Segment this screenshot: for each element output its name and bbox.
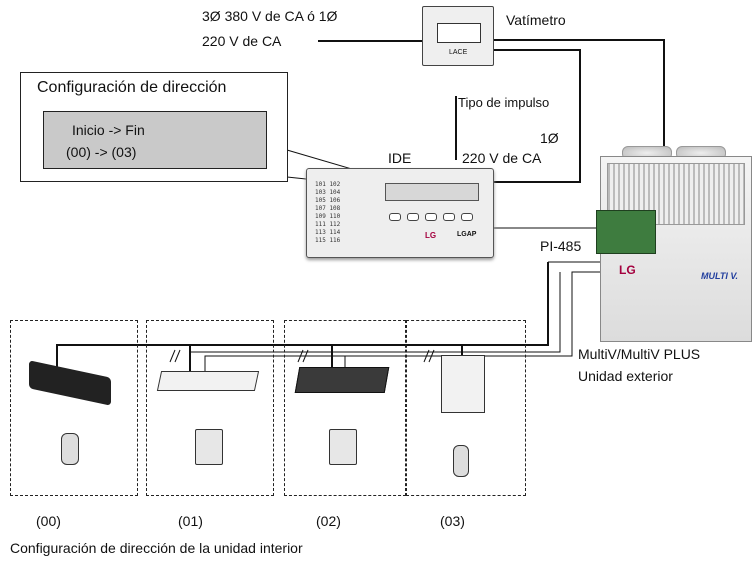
outdoor-series: MULTI V.: [701, 271, 739, 281]
pulse-power-wire: [485, 49, 581, 183]
config-lcd: Inicio -> Fin (00) -> (03): [43, 111, 267, 169]
ide-display: [385, 183, 479, 201]
wattmeter-display: [437, 23, 481, 43]
ide-label: IDE: [388, 150, 412, 166]
power-supply-label-1: 3Ø 380 V de CA ó 1Ø: [202, 8, 338, 24]
config-line-1: Inicio -> Fin: [72, 122, 145, 138]
ide-button-4[interactable]: [443, 213, 455, 221]
pulse-type-label: Tipo de impulso: [458, 95, 550, 110]
remote-control: [61, 433, 79, 465]
power-supply-label-2: 220 V de CA: [202, 33, 282, 49]
ceiling-cassette-unit: [156, 371, 260, 391]
pi485-board: [596, 210, 656, 254]
ide-brand: LG: [425, 231, 437, 240]
wattmeter: LACE: [422, 6, 494, 66]
pi485-label: PI-485: [540, 238, 582, 254]
config-title: Configuración de dirección: [37, 79, 227, 96]
ide-button-2[interactable]: [407, 213, 419, 221]
indoor-address-00: (00): [36, 513, 61, 529]
wattmeter-outdoor-wire: [494, 39, 665, 150]
indoor-address-02: (02): [316, 513, 341, 529]
ide-model: LGAP: [457, 231, 477, 238]
indoor-unit-02: [284, 320, 406, 496]
config-line-2: (00) -> (03): [66, 144, 137, 160]
wattmeter-label: Vatímetro: [506, 12, 566, 28]
ide-button-3[interactable]: [425, 213, 437, 221]
outdoor-label-1: MultiV/MultiV PLUS: [578, 346, 701, 362]
figure-caption: Configuración de dirección de la unidad …: [10, 540, 303, 556]
pulse-power-label-1: 1Ø: [540, 130, 559, 146]
indoor-address-03: (03): [440, 513, 465, 529]
wattmeter-brand: LACE: [449, 49, 468, 56]
pulse-power-label-2: 220 V de CA: [462, 150, 542, 166]
indoor-unit-01: [146, 320, 274, 496]
wall-controller: [329, 429, 357, 465]
indoor-address-01: (01): [178, 513, 203, 529]
outdoor-brand: LG: [619, 263, 636, 277]
wall-controller: [195, 429, 223, 465]
refrigerant-line: [204, 271, 604, 372]
ide-button-1[interactable]: [389, 213, 401, 221]
ide-button-5[interactable]: [461, 213, 473, 221]
remote-control: [453, 445, 469, 477]
outdoor-label-2: Unidad exterior: [578, 368, 673, 384]
wall-mounted-unit: [29, 360, 111, 406]
console-unit: [441, 355, 485, 413]
address-config-box: Configuración de dirección Inicio -> Fin…: [20, 72, 288, 182]
indoor-bus-wire-1: [56, 262, 549, 368]
ducted-unit: [294, 367, 390, 393]
indoor-unit-03: [406, 320, 526, 496]
indoor-unit-00: [10, 320, 138, 496]
